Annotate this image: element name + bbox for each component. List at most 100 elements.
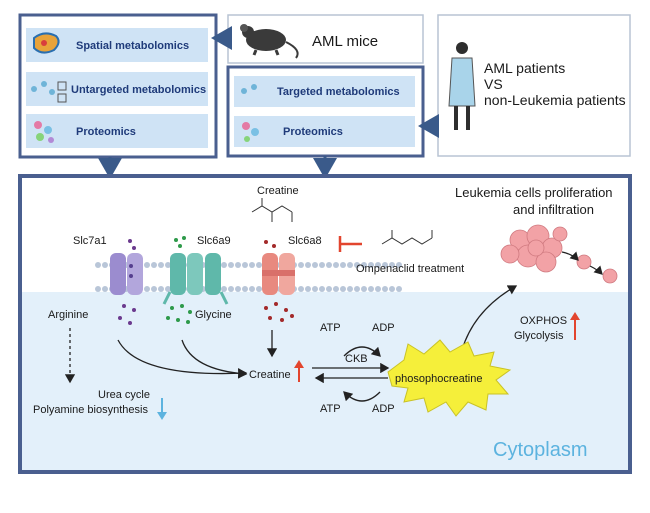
lipid-head xyxy=(375,262,381,268)
lipid-head xyxy=(319,286,325,292)
aml-mice-label: AML mice xyxy=(312,33,378,50)
lipid-head xyxy=(305,286,311,292)
middle-item-2: Proteomics xyxy=(283,126,343,138)
lipid-head xyxy=(151,286,157,292)
glycine-dots xyxy=(166,236,192,324)
lipid-head xyxy=(95,262,101,268)
creatine-up-arrow xyxy=(294,360,304,382)
patients-line2: VS xyxy=(484,76,503,92)
lipid-head xyxy=(158,286,164,292)
patients-line1: AML patients xyxy=(484,60,565,76)
lipid-head xyxy=(256,262,262,268)
lipid-head xyxy=(144,286,150,292)
creatine-top-label: Creatine xyxy=(257,185,299,197)
lipid-head xyxy=(298,286,304,292)
glycine-label: Glycine xyxy=(195,309,232,321)
migration-arrows xyxy=(561,251,603,275)
cell-frame xyxy=(18,174,632,474)
lipid-head xyxy=(396,262,402,268)
pathway-arrows xyxy=(64,285,518,402)
lipid-head xyxy=(389,286,395,292)
lipid-head xyxy=(249,286,255,292)
panel-connectors xyxy=(98,26,439,179)
lipid-head xyxy=(396,286,402,292)
cytoplasm-label: Cytoplasm xyxy=(493,439,587,461)
lipid-head xyxy=(158,262,164,268)
lipid-head xyxy=(347,286,353,292)
lipid-head xyxy=(102,262,108,268)
lipid-head xyxy=(361,286,367,292)
lipid-head xyxy=(165,286,171,292)
lipid-head xyxy=(298,262,304,268)
lipid-head xyxy=(347,262,353,268)
patients-panel: AML patients VS non-Leukemia patients xyxy=(437,14,631,157)
arginine-dots xyxy=(118,239,136,325)
mouse-icon xyxy=(240,24,299,59)
lipid-head xyxy=(319,262,325,268)
lipid-head xyxy=(221,286,227,292)
lipid-head xyxy=(340,262,346,268)
lipid-head xyxy=(312,286,318,292)
transporter-slc6a8 xyxy=(262,253,295,295)
inhibition-bar xyxy=(338,236,362,252)
lipid-head xyxy=(354,262,360,268)
lipid-head xyxy=(242,262,248,268)
oxphos-label: OXPHOS xyxy=(520,315,567,327)
lipid-head xyxy=(256,286,262,292)
lipid-head xyxy=(144,262,150,268)
transporter-slc6a9 xyxy=(162,253,229,305)
patients-line3: non-Leukemia patients xyxy=(484,92,626,108)
left-item-2: Untargeted metabolomics xyxy=(71,84,206,96)
leukemia-cell-cluster xyxy=(500,224,618,284)
lipid-head xyxy=(333,286,339,292)
lipid-head xyxy=(368,286,374,292)
middle-omics-panel: Targeted metabolomics Proteomics xyxy=(226,65,425,158)
lipid-head xyxy=(312,262,318,268)
lipid-head xyxy=(382,262,388,268)
middle-item-1: Targeted metabolomics xyxy=(277,86,400,98)
left-item-1: Spatial metabolomics xyxy=(76,40,189,52)
creatine-structure xyxy=(251,198,293,222)
slc6a8-label: Slc6a8 xyxy=(288,235,322,247)
lipid-head xyxy=(242,286,248,292)
phosphocreatine-label: phosophocreatine xyxy=(395,373,482,385)
arginine-label: Arginine xyxy=(48,309,88,321)
polyamine-down-arrow xyxy=(157,398,167,420)
targeted-icon xyxy=(241,84,257,94)
leukemia-title-1: Leukemia cells proliferation xyxy=(455,185,613,200)
adp-top-label: ADP xyxy=(372,322,395,334)
lipid-head xyxy=(95,286,101,292)
spatial-map-icon xyxy=(33,32,60,54)
atp-bottom-label: ATP xyxy=(320,403,341,415)
oxphos-up-arrow xyxy=(570,312,580,340)
lipid-head xyxy=(151,262,157,268)
phosphocreatine-burst xyxy=(387,339,512,417)
leukemia-title-2: and infiltration xyxy=(513,202,594,217)
ckb-label: CKB xyxy=(345,353,368,365)
proteins-icon xyxy=(34,121,54,143)
lipid-head xyxy=(165,262,171,268)
aml-mice-panel: AML mice xyxy=(227,14,424,64)
lipid-head xyxy=(235,262,241,268)
lipid-head xyxy=(326,286,332,292)
lipid-head xyxy=(375,286,381,292)
lipid-head xyxy=(326,262,332,268)
glycolysis-label: Glycolysis xyxy=(514,330,564,342)
slc6a9-label: Slc6a9 xyxy=(197,235,231,247)
lipid-head xyxy=(354,286,360,292)
lipid-head xyxy=(235,286,241,292)
lipid-head xyxy=(249,262,255,268)
lipid-head xyxy=(389,262,395,268)
ompenaclid-label: Ompenaclid treatment xyxy=(356,263,464,275)
left-omics-panel: Spatial metabolomics Untargeted metabolo… xyxy=(18,13,218,159)
transporter-slc7a1 xyxy=(110,253,143,295)
lipid-head xyxy=(361,262,367,268)
lipid-head xyxy=(305,262,311,268)
atp-top-label: ATP xyxy=(320,322,341,334)
network-icon xyxy=(31,81,67,103)
lipid-head xyxy=(368,262,374,268)
urea-label: Urea cycle xyxy=(98,389,150,401)
ompenaclid-structure xyxy=(381,230,433,245)
lipid-head xyxy=(382,286,388,292)
